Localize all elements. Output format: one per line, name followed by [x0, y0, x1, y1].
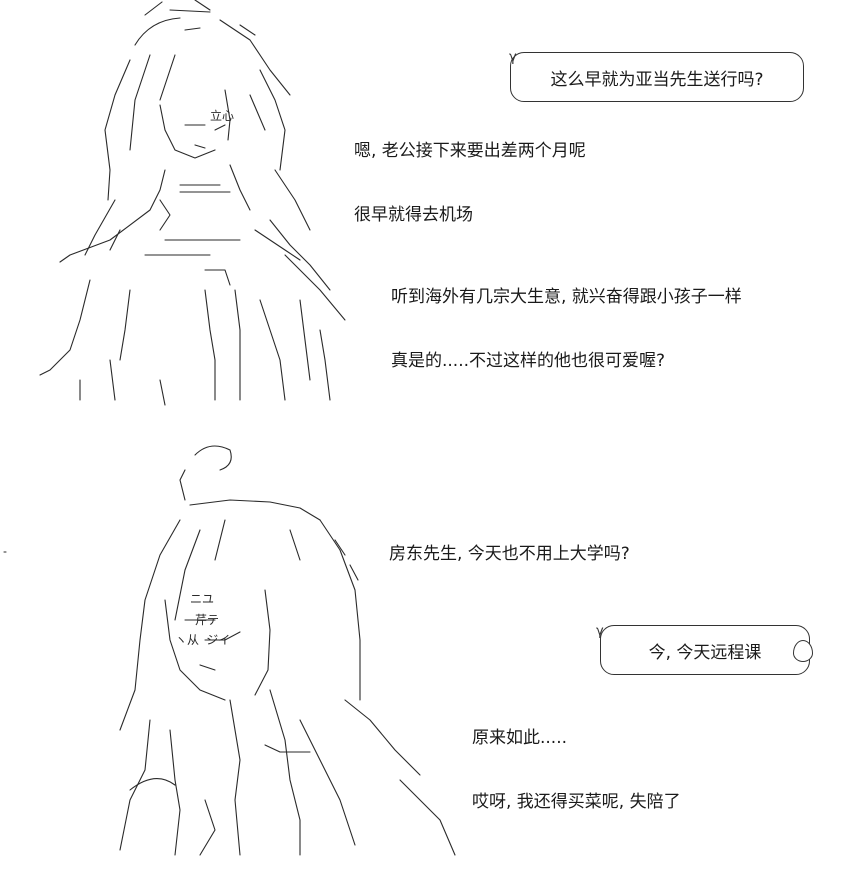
dialogue-line-7: 哎呀, 我还得买菜呢, 失陪了: [472, 792, 681, 812]
speech-bubble-2: 今, 今天远程课: [600, 625, 810, 675]
dialogue-line-2: 很早就得去机场: [354, 205, 473, 225]
bubble-2-tail-mark: γ: [596, 624, 604, 639]
man-figure-art: ニユ 芹テ ヽ从 ジイ: [119, 445, 456, 856]
bubble-1-tail-mark: γ: [509, 50, 517, 65]
dialogue-line-1: 嗯, 老公接下来要出差两个月呢: [354, 141, 586, 161]
art-tag-congyi: ヽ从 ジイ: [175, 633, 230, 647]
speech-bubble-2-text: 今, 今天远程课: [648, 642, 762, 663]
speech-bubble-1: 这么早就为亚当先生送行吗?: [510, 52, 804, 102]
speech-bubble-1-text: 这么早就为亚当先生送行吗?: [550, 69, 764, 90]
dialogue-line-3: 听到海外有几宗大生意, 就兴奋得跟小孩子一样: [391, 287, 742, 307]
dialogue-line-5: 房东先生, 今天也不用上大学吗?: [389, 544, 630, 564]
woman-figure-art: 立心: [39, 0, 346, 406]
art-tag-niyu: ニユ: [190, 592, 214, 606]
art-tag-qinte: 芹テ: [195, 613, 219, 627]
art-tag-zhixin: 立心: [210, 108, 234, 123]
dialogue-line-6: 原来如此.....: [472, 728, 568, 748]
dialogue-line-4: 真是的.....不过这样的他也很可爱喔?: [391, 351, 666, 371]
sweat-drop-icon: [793, 640, 813, 662]
